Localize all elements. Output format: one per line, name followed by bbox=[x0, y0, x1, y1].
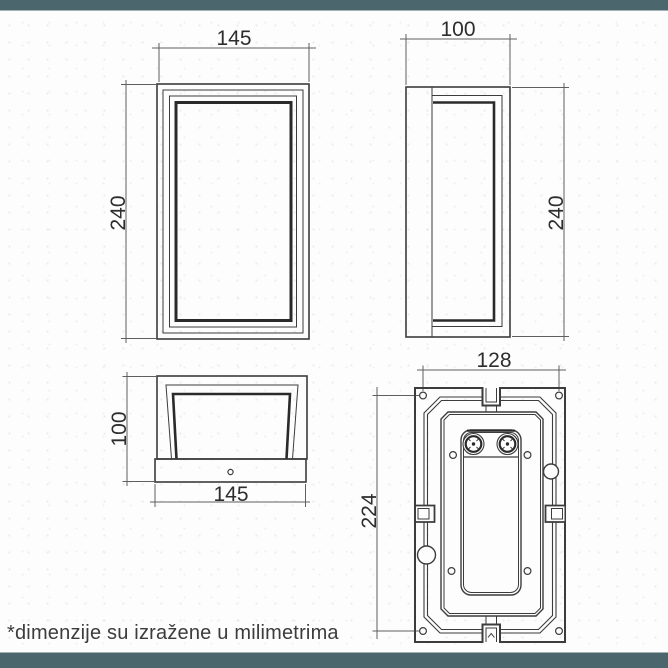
screw-terminal-right bbox=[496, 432, 519, 456]
front-frame-line bbox=[169, 95, 297, 328]
small-hole-upper-left bbox=[449, 451, 458, 460]
top-tab bbox=[481, 387, 501, 407]
back-corner-mount-holes bbox=[419, 391, 563, 635]
left-side-clip bbox=[416, 504, 436, 523]
side-outer-outline bbox=[405, 86, 511, 338]
top-glass-opening bbox=[171, 392, 292, 460]
bottom-tab-caret-mark bbox=[487, 632, 495, 638]
dim-label-front-width: 145 bbox=[216, 27, 252, 50]
screw-terminal-left bbox=[462, 432, 485, 456]
top-hood-outline bbox=[156, 375, 308, 460]
back-gasket-groove-outer bbox=[423, 396, 557, 634]
dim-label-back-hole-spacing-x: 128 bbox=[476, 349, 512, 372]
cable-entry-right bbox=[542, 463, 560, 480]
back-small-holes bbox=[447, 451, 532, 575]
right-side-clip bbox=[544, 504, 565, 523]
mount-hole-top-right bbox=[554, 391, 563, 400]
dim-label-back-hole-spacing-y: 224 bbox=[358, 493, 381, 529]
back-view-dimension-lines bbox=[372, 365, 566, 639]
side-view-dimension-lines bbox=[400, 34, 569, 341]
side-glass-pane bbox=[433, 101, 496, 322]
top-band bbox=[0, 0, 668, 11]
top-screw-hole bbox=[227, 468, 234, 476]
dim-label-top-depth: 100 bbox=[108, 411, 131, 447]
top-view-dimension-lines bbox=[122, 372, 310, 507]
terminal-cover-inner-line bbox=[463, 432, 519, 593]
front-outer-outline bbox=[156, 83, 310, 340]
side-view bbox=[400, 34, 569, 341]
dim-label-side-depth: 100 bbox=[440, 18, 476, 41]
front-view-dimension-lines bbox=[121, 43, 316, 343]
top-view bbox=[122, 372, 310, 507]
mount-hole-top-left bbox=[419, 391, 428, 400]
mount-hole-bottom-right bbox=[554, 626, 563, 635]
front-body-step-line bbox=[162, 89, 304, 334]
terminal-cover bbox=[460, 429, 522, 596]
right-side-clip-inner bbox=[551, 508, 563, 520]
mount-hole-bottom-left bbox=[419, 626, 428, 635]
small-hole-lower-right bbox=[523, 566, 532, 575]
bottom-band bbox=[0, 652, 668, 668]
dim-label-top-width: 145 bbox=[213, 483, 249, 506]
dim-label-front-height: 240 bbox=[107, 195, 130, 231]
dim-label-side-height: 240 bbox=[545, 195, 568, 231]
units-footnote: *dimenzije su izražene u milimetrima bbox=[7, 622, 339, 644]
bottom-tab-connector-lines bbox=[485, 616, 497, 625]
top-frame-taper-line bbox=[165, 384, 299, 460]
bottom-tab-inner-line bbox=[485, 627, 497, 642]
cable-entry-left bbox=[416, 545, 437, 565]
top-tab-inner-line bbox=[485, 388, 497, 403]
front-view bbox=[121, 43, 316, 343]
top-tab-connector-lines bbox=[485, 405, 497, 412]
top-base-plate bbox=[154, 458, 307, 483]
small-hole-lower-left bbox=[447, 566, 456, 575]
left-side-clip-inner bbox=[417, 508, 430, 520]
back-view bbox=[372, 365, 566, 643]
front-glass-pane bbox=[174, 101, 293, 322]
small-hole-upper-right bbox=[523, 451, 532, 460]
back-gasket-groove-inner bbox=[426, 399, 554, 631]
back-recess-inner-line bbox=[443, 414, 541, 614]
side-frame-line bbox=[432, 95, 503, 327]
